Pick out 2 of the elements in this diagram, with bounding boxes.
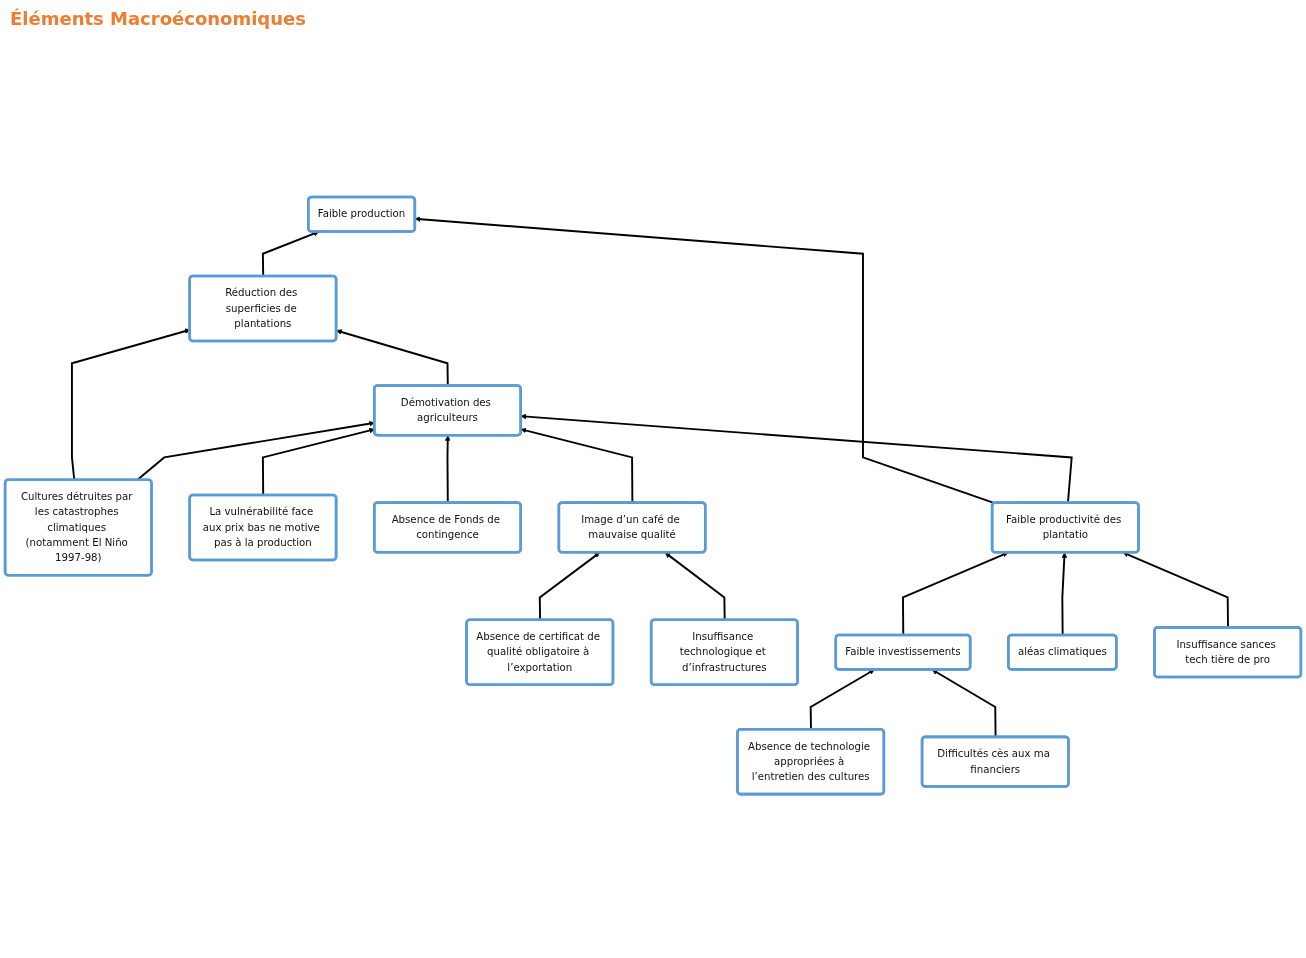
arrow xyxy=(414,216,996,505)
section-label: Éléments Macroéconomiques xyxy=(10,8,306,29)
